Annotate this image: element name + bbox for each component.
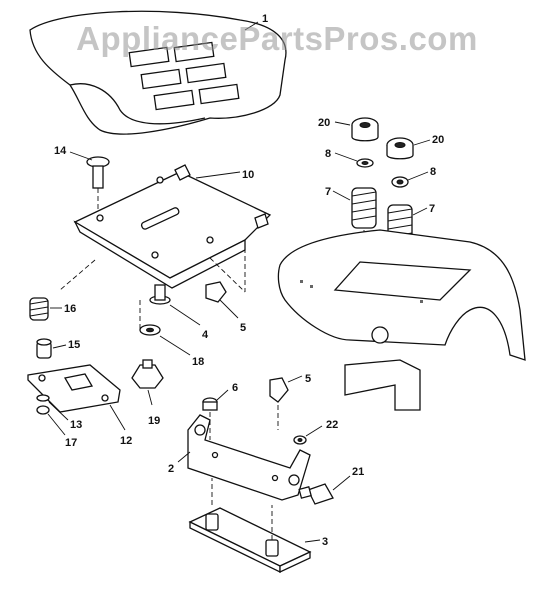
nut-part-22[interactable] [293, 425, 323, 445]
callout-7-right: 7 [429, 203, 435, 215]
callout-16: 16 [64, 303, 76, 315]
callout-8-left: 8 [325, 148, 331, 160]
callout-6: 6 [232, 382, 238, 394]
bolt-part-4[interactable] [149, 284, 201, 326]
callout-13: 13 [70, 419, 82, 431]
callout-20-left: 20 [318, 117, 330, 129]
spacer-part-left[interactable] [334, 117, 379, 142]
knob-part[interactable] [69, 151, 110, 210]
nut-part-left[interactable] [334, 152, 374, 168]
spring-part-16[interactable] [29, 297, 62, 321]
nut-part-6[interactable] [202, 389, 229, 440]
bracket-part-5-lower[interactable] [269, 375, 303, 430]
seat-plate-part[interactable] [59, 164, 272, 330]
bushing-part[interactable] [36, 338, 67, 359]
callout-22: 22 [326, 419, 338, 431]
callout-5-lower: 5 [305, 373, 311, 385]
callout-3: 3 [322, 536, 328, 548]
bracket-part-5-upper[interactable] [205, 281, 239, 319]
callout-14: 14 [54, 145, 67, 157]
callout-17: 17 [65, 437, 77, 449]
callout-2: 2 [168, 463, 174, 475]
callout-8-right: 8 [430, 166, 436, 178]
washer-part-13[interactable] [36, 394, 69, 421]
callout-10: 10 [242, 169, 254, 181]
callout-21: 21 [352, 466, 364, 478]
callout-1: 1 [262, 13, 268, 25]
pivot-bracket-part[interactable] [177, 414, 311, 501]
slide-plate-part[interactable] [27, 364, 126, 431]
callout-15: 15 [68, 339, 80, 351]
nut-part-right[interactable] [391, 171, 429, 188]
callout-12: 12 [120, 435, 132, 447]
clamp-part-19[interactable] [131, 359, 164, 406]
nut-part-17[interactable] [36, 405, 66, 436]
seat-part[interactable] [29, 10, 287, 135]
fender-frame [277, 229, 526, 411]
spacer-part-right[interactable] [386, 137, 431, 160]
base-plate-part[interactable] [188, 478, 321, 574]
callout-5-upper: 5 [240, 322, 246, 334]
bolt-part-21[interactable] [298, 475, 351, 505]
callout-19: 19 [148, 415, 160, 427]
washer-part-18[interactable] [139, 324, 191, 356]
callout-7-left: 7 [325, 186, 331, 198]
callout-4: 4 [202, 329, 209, 341]
callout-18: 18 [192, 356, 204, 368]
callout-20-right: 20 [432, 134, 444, 146]
